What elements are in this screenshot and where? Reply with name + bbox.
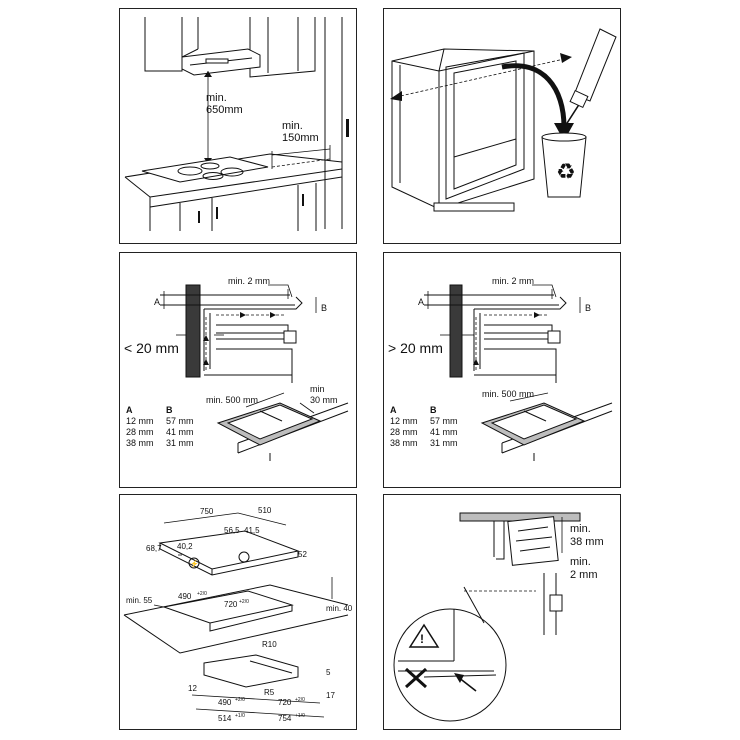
worktop-thickness-drawing: min. 38 mm min. 2 mm ! [393, 512, 604, 722]
min-38mm-label-line2: 38 mm [570, 536, 604, 548]
table-cell: 41 mm [430, 427, 458, 437]
dim-b490-tol: +2/0 [235, 697, 245, 703]
warning-icon: ! [420, 632, 424, 646]
min-2mm-label-line2: 2 mm [570, 569, 598, 581]
dim-490-tol: +2/0 [197, 591, 207, 597]
dim-b720-tol: +2/0 [295, 697, 305, 703]
table-head-b: B [430, 405, 437, 415]
min-38mm-label-line1: min. [570, 523, 591, 535]
dim-510: 510 [258, 506, 272, 515]
panel-dimensions: ⚡ 750 510 56,5 41,5 68,7 40,2 52 490 +2/… [119, 494, 357, 730]
table-cell: 38 mm [126, 438, 154, 448]
dim-5: 5 [326, 668, 331, 677]
min-40-label: min. 40 [326, 604, 353, 613]
dim-40-2: 40,2 [177, 542, 193, 551]
panel-gap-greater-20: A B min. 2 mm > 20 mm min. 500 mm A B 12… [383, 252, 621, 488]
panel-worktop-thickness: min. 38 mm min. 2 mm ! [383, 494, 621, 730]
min-30mm-label-line2: 30 mm [310, 395, 338, 405]
svg-text:⚡: ⚡ [190, 559, 199, 568]
mark-a: A [418, 297, 424, 307]
table-head-a: A [126, 405, 133, 415]
recycle-icon: ♻ [556, 159, 576, 184]
panel-gap-less-20: A B min. 2 mm < 20 mm min. 500 mm min 30… [119, 252, 357, 488]
r5-label: R5 [264, 688, 275, 697]
dim-12: 12 [188, 684, 197, 693]
r10-label: R10 [262, 640, 277, 649]
min-650-label-line1: min. [206, 92, 227, 104]
dim-750: 750 [200, 507, 214, 516]
dim-17: 17 [326, 691, 335, 700]
min-55-label: min. 55 [126, 596, 153, 605]
gap-less-20-drawing: A B min. 2 mm < 20 mm min. 500 mm min 30… [124, 276, 349, 461]
dim-56-5: 56,5 [224, 526, 240, 535]
gap-greater-20-drawing: A B min. 2 mm > 20 mm min. 500 mm A B 12… [388, 276, 613, 461]
dim-41-5: 41,5 [244, 526, 260, 535]
mark-a: A [154, 297, 160, 307]
min-650-label-line2: 650mm [206, 104, 243, 116]
min-500mm-label: min. 500 mm [206, 395, 258, 405]
table-cell: 28 mm [390, 427, 418, 437]
mark-b: B [585, 303, 591, 313]
a-b-table: A B 12 mm 57 mm 28 mm 41 mm 38 mm 31 mm [390, 405, 458, 448]
dim-490: 490 [178, 592, 192, 601]
table-cell: 12 mm [390, 416, 418, 426]
table-cell: 57 mm [430, 416, 458, 426]
hood-clearance-drawing: min. 650mm min. 150mm [124, 17, 349, 231]
min-2mm-label: min. 2 mm [492, 276, 534, 286]
dim-720-tol: +2/0 [239, 599, 249, 605]
mark-b: B [321, 303, 327, 313]
dim-b514: 514 [218, 714, 232, 723]
min-2mm-label-line1: min. [570, 556, 591, 568]
table-cell: 31 mm [430, 438, 458, 448]
gap-less-20-label: < 20 mm [124, 340, 179, 356]
table-cell: 28 mm [126, 427, 154, 437]
dim-b514-tol: +1/0 [235, 713, 245, 719]
dim-b754: 754 [278, 714, 292, 723]
dim-720: 720 [224, 600, 238, 609]
dim-68-7: 68,7 [146, 544, 162, 553]
dim-b720: 720 [278, 698, 292, 707]
table-head-a: A [390, 405, 397, 415]
dim-52: 52 [298, 550, 307, 559]
panel-remove-back: ♻ [383, 8, 621, 244]
panel-hood-clearance: min. 650mm min. 150mm [119, 8, 357, 244]
dim-b754-tol: +1/0 [295, 713, 305, 719]
remove-back-drawing: ♻ [390, 28, 617, 212]
a-b-table: A B 12 mm 57 mm 28 mm 41 mm 38 mm 31 mm [126, 405, 194, 448]
min-2mm-label: min. 2 mm [228, 276, 270, 286]
min-150-label-line2: 150mm [282, 132, 319, 144]
table-head-b: B [166, 405, 173, 415]
min-150-label-line1: min. [282, 120, 303, 132]
min-500mm-label: min. 500 mm [482, 389, 534, 399]
table-cell: 41 mm [166, 427, 194, 437]
table-cell: 31 mm [166, 438, 194, 448]
table-cell: 57 mm [166, 416, 194, 426]
table-cell: 12 mm [126, 416, 154, 426]
dim-b490: 490 [218, 698, 232, 707]
table-cell: 38 mm [390, 438, 418, 448]
gap-greater-20-label: > 20 mm [388, 340, 443, 356]
dimensions-drawing: ⚡ 750 510 56,5 41,5 68,7 40,2 52 490 +2/… [123, 506, 353, 723]
min-30mm-label-line1: min [310, 384, 325, 394]
